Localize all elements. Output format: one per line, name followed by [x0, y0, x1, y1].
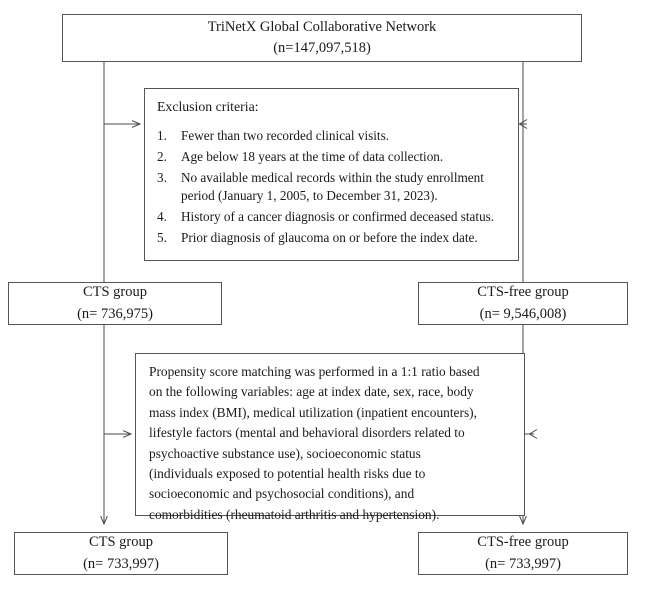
psm-line: (individuals exposed to potential health… [149, 465, 426, 481]
exclusion-item: 3. No available medical records within t… [155, 169, 508, 206]
psm-line: Propensity score matching was performed … [149, 364, 480, 379]
cts-free-group-matched-label: CTS-free group [477, 534, 569, 551]
exclusion-item: 1. Fewer than two recorded clinical visi… [155, 127, 508, 145]
cts-group-label: CTS group [82, 284, 148, 301]
exclusion-item: 4. History of a cancer diagnosis or conf… [155, 208, 508, 226]
exclusion-item-number: 5. [157, 230, 167, 246]
node-cts-group-postmatch: CTS group (n= 733,997) [14, 532, 228, 575]
psm-line: psychoactive substance use), socioeconom… [149, 445, 421, 461]
right-arrowhead [518, 119, 528, 129]
node-exclusion-criteria: Exclusion criteria: 1. Fewer than two re… [144, 88, 519, 261]
exclusion-item-text: Prior diagnosis of glaucoma on or before… [181, 230, 478, 246]
exclusion-item-text: Age below 18 years at the time of data c… [181, 148, 444, 164]
exclusion-item-number: 1. [157, 127, 167, 143]
psm-right-arrowhead [528, 429, 538, 439]
cts-free-group-count: (n= 9,546,008) [479, 305, 567, 322]
exclusion-item-number: 4. [157, 209, 167, 225]
exclusion-item-text: History of a cancer diagnosis or confirm… [181, 209, 495, 225]
cts-group-matched-count: (n= 733,997) [83, 555, 159, 572]
cts-free-group-label: CTS-free group [477, 284, 569, 301]
psm-line: socioeconomic and psychosocial condition… [149, 486, 415, 502]
node-cts-free-group-prematch: CTS-free group (n= 9,546,008) [418, 282, 628, 325]
exclusion-criteria-list: 1. Fewer than two recorded clinical visi… [155, 127, 508, 248]
exclusion-title: Exclusion criteria: [157, 99, 259, 114]
exclusion-item: 2. Age below 18 years at the time of dat… [155, 148, 508, 166]
psm-text: Propensity score matching was performed … [149, 362, 512, 525]
root-title: TriNetX Global Collaborative Network [207, 18, 437, 35]
node-cts-free-group-postmatch: CTS-free group (n= 733,997) [418, 532, 628, 575]
cts-group-count: (n= 736,975) [77, 305, 153, 322]
exclusion-item-number: 3. [157, 169, 167, 185]
psm-line: lifestyle factors (mental and behavioral… [149, 425, 465, 441]
node-root-cohort: TriNetX Global Collaborative Network (n=… [62, 14, 582, 62]
psm-line: mass index (BMI), medical utilization (i… [149, 404, 477, 420]
root-count: (n=147,097,518) [273, 40, 371, 56]
node-cts-group-prematch: CTS group (n= 736,975) [8, 282, 222, 325]
exclusion-item: 5. Prior diagnosis of glaucoma on or bef… [155, 229, 508, 247]
psm-line: on the following variables: age at index… [149, 384, 474, 400]
exclusion-item-text-line1: No available medical records within the … [181, 169, 484, 185]
cts-free-group-matched-count: (n= 733,997) [485, 555, 561, 572]
exclusion-item-number: 2. [157, 148, 167, 164]
exclusion-item-text: Fewer than two recorded clinical visits. [181, 127, 390, 143]
exclusion-item-text-line2: period (January 1, 2005, to December 31,… [181, 188, 438, 204]
node-propensity-score-matching: Propensity score matching was performed … [135, 353, 525, 522]
psm-line: comorbidities (rheumatoid arthritis and … [149, 506, 440, 522]
cts-group-matched-label: CTS group [88, 534, 154, 551]
